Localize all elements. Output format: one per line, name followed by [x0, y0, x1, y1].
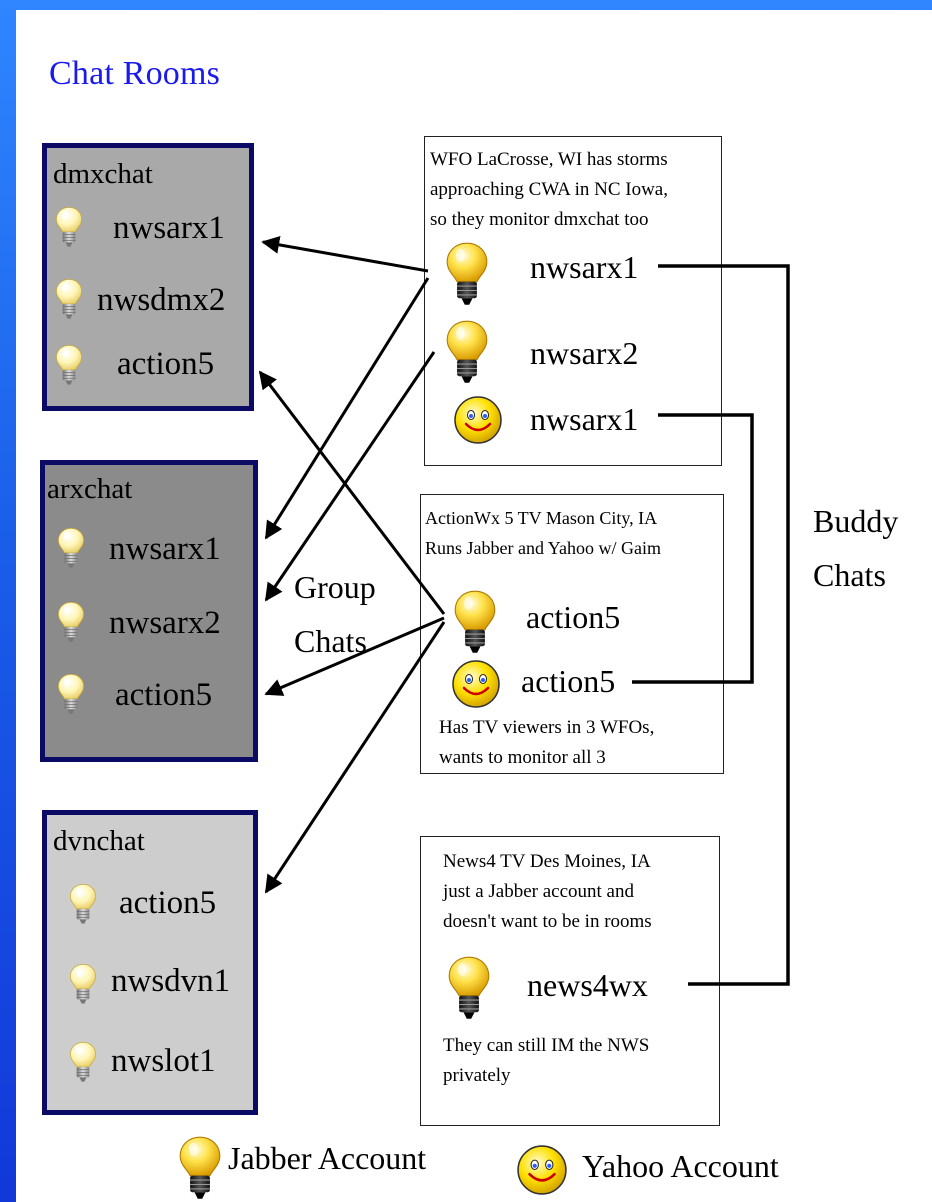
group-chat-arrow [264, 616, 445, 696]
client-account: news4wx [527, 967, 648, 1003]
jabber-bulb-icon [178, 1135, 222, 1201]
page-title: Chat Rooms [49, 55, 221, 92]
room-name: dvnchat [53, 825, 145, 857]
group-chat-arrow [261, 235, 429, 273]
note-line: wants to monitor all 3 [439, 747, 606, 768]
buddy-chat-line [658, 264, 790, 986]
group-chat-arrow [264, 277, 430, 540]
group-chat-arrow [264, 351, 436, 602]
note-line: doesn't want to be in rooms [443, 911, 652, 932]
client-footnote: They can still IM the NWS privately [443, 1031, 649, 1091]
label-line: Group [294, 569, 376, 605]
room-member: action5 [115, 677, 213, 713]
note-line: Runs Jabber and Yahoo w/ Gaim [425, 538, 661, 558]
room-member: nwsarx2 [109, 605, 221, 641]
room-member: action5 [119, 885, 217, 921]
client-account: nwsarx1 [530, 401, 639, 437]
buddy-chats-label: Buddy Chats [813, 494, 898, 602]
client-box-lacrosse: WFO LaCrosse, WI has storms approaching … [424, 136, 722, 466]
room-member: nwslot1 [111, 1043, 216, 1079]
note-line: privately [443, 1065, 511, 1086]
client-note: WFO LaCrosse, WI has storms approaching … [430, 145, 668, 235]
label-line: Chats [813, 557, 886, 593]
yahoo-smiley-icon [516, 1144, 568, 1196]
label-line: Chats [294, 623, 367, 659]
group-chats-label: Group Chats [294, 560, 376, 668]
note-line: approaching CWA in NC Iowa, [430, 179, 668, 200]
room-member: nwsdvn1 [111, 963, 231, 999]
client-footnote: Has TV viewers in 3 WFOs, wants to monit… [439, 713, 654, 773]
note-line: WFO LaCrosse, WI has storms [430, 149, 668, 170]
room-member: nwsarx1 [109, 531, 221, 567]
client-account: action5 [526, 599, 621, 635]
note-line: so they monitor dmxchat too [430, 209, 649, 230]
connector-layer [258, 235, 790, 986]
note-line: News4 TV Des Moines, IA [443, 851, 651, 872]
diagram-slide: Chat Rooms dmxchat nwsarx1 nwsdmx2 actio… [16, 10, 932, 1202]
legend-yahoo: Yahoo Account [582, 1148, 779, 1184]
room-dmxchat: dmxchat nwsarx1 nwsdmx2 action5 [42, 143, 254, 411]
note-line: They can still IM the NWS [443, 1035, 650, 1056]
room-name: arxchat [47, 473, 133, 505]
note-line: just a Jabber account and [443, 881, 634, 902]
room-member: nwsarx1 [113, 210, 225, 246]
note-line: ActionWx 5 TV Mason City, IA [425, 508, 658, 528]
client-account: nwsarx2 [530, 335, 639, 371]
legend-jabber: Jabber Account [228, 1140, 427, 1176]
room-name: dmxchat [53, 158, 153, 190]
group-chat-arrow [264, 621, 446, 894]
client-account: action5 [521, 663, 616, 699]
client-note: ActionWx 5 TV Mason City, IA Runs Jabber… [425, 503, 661, 563]
room-member: nwsdmx2 [97, 282, 226, 318]
room-arxchat: arxchat nwsarx1 nwsarx2 action5 [40, 460, 258, 762]
label-line: Buddy [813, 503, 899, 539]
client-box-news4: News4 TV Des Moines, IA just a Jabber ac… [420, 836, 720, 1126]
client-box-actionwx: ActionWx 5 TV Mason City, IA Runs Jabber… [420, 494, 724, 774]
room-member: action5 [117, 346, 215, 382]
room-dvnchat: dvnchat action5 nwsdvn1 nwslot1 [42, 810, 258, 1115]
note-line: Has TV viewers in 3 WFOs, [439, 717, 655, 738]
group-chat-arrow [258, 370, 446, 615]
client-account: nwsarx1 [530, 249, 639, 285]
buddy-chat-line [632, 413, 754, 684]
client-note: News4 TV Des Moines, IA just a Jabber ac… [443, 847, 652, 937]
